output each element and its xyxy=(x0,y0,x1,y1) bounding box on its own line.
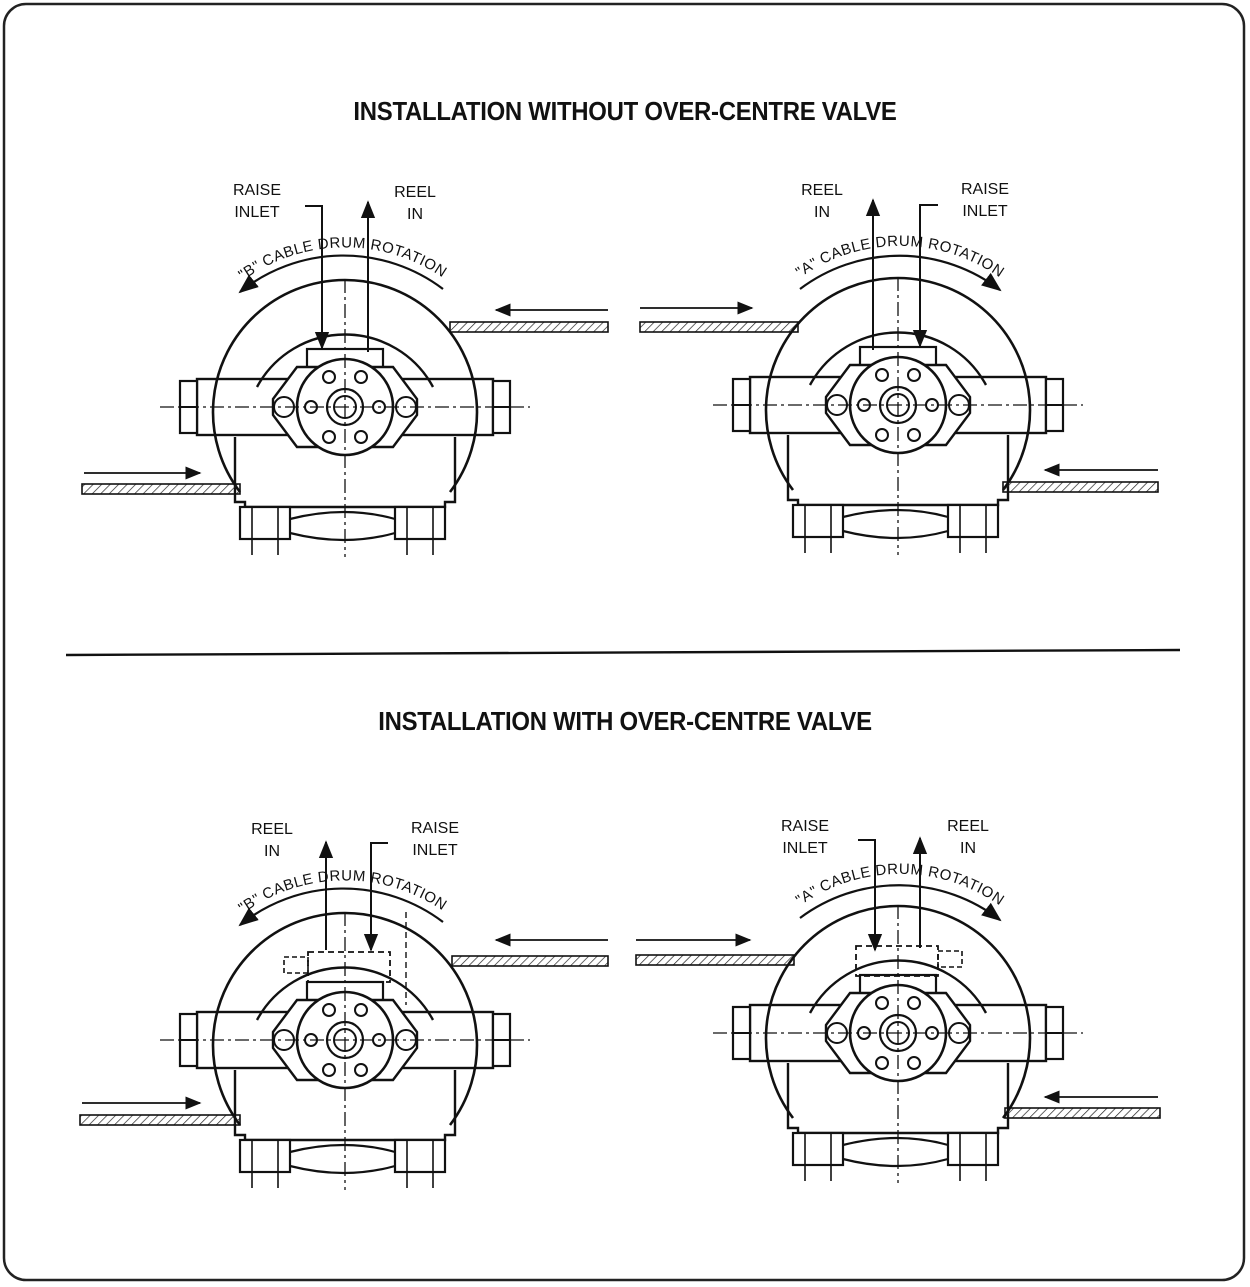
rotation-label-top-left: "B" CABLE DRUM ROTATION xyxy=(235,234,449,283)
winch-bottom-left xyxy=(79,840,609,1192)
rotation-label-bottom-left: "B" CABLE DRUM ROTATION xyxy=(235,867,449,916)
section-title-without-valve: INSTALLATION WITHOUT OVER-CENTRE VALVE xyxy=(353,96,897,126)
section-title-with-valve: INSTALLATION WITH OVER-CENTRE VALVE xyxy=(378,706,872,736)
winch-top-right xyxy=(639,198,1159,557)
winch-top-left xyxy=(81,200,609,559)
winch-bottom-right xyxy=(635,836,1161,1185)
